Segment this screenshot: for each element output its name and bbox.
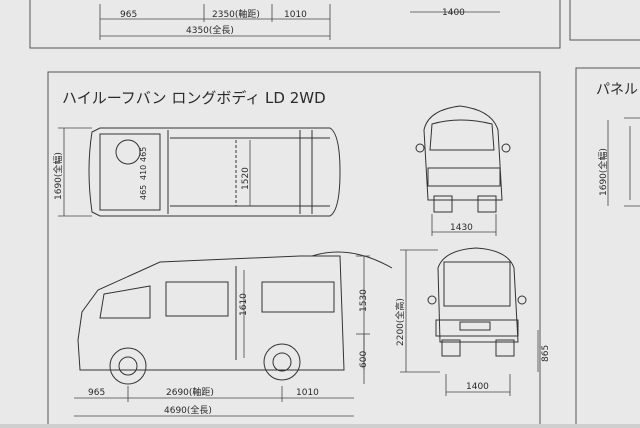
side-roof-height: 1530 <box>359 289 369 312</box>
top-overall-length: 4350(全長) <box>186 24 234 36</box>
seat-dim-c: 465 <box>139 147 148 162</box>
side-front-overhang: 965 <box>88 388 105 398</box>
side-wheelbase: 2690(軸距) <box>166 386 214 398</box>
top-right-panel-frame <box>569 0 640 41</box>
front-view-tread: 1430 <box>450 223 473 233</box>
top-view-overall-width: 1690(全幅) <box>52 152 64 200</box>
seat-dim-b: 410 <box>139 165 148 180</box>
rear-view-dim-lines <box>400 249 539 396</box>
main-panel-frame <box>47 71 541 428</box>
van-top-view <box>88 127 341 217</box>
van-front-view <box>415 105 511 213</box>
van-side-view <box>77 251 393 385</box>
top-view-dim-lines <box>58 127 251 217</box>
side-overall-length: 4690(全長) <box>164 404 212 416</box>
rear-tread: 1400 <box>466 382 489 392</box>
page-title: ハイルーフバン ロングボディ LD 2WD <box>62 89 326 107</box>
side-floor-height: 600 <box>359 351 369 368</box>
top-rear-overhang: 1010 <box>284 10 307 20</box>
top-panel-frame <box>29 0 561 49</box>
rear-bumper-height: 865 <box>541 345 551 362</box>
right-panel-frame <box>575 67 640 428</box>
seat-dim-a: 465 <box>139 185 148 200</box>
right-panel-title: パネル <box>596 82 638 98</box>
side-rear-overhang: 1010 <box>296 388 319 398</box>
front-view-dim-lines <box>431 214 497 236</box>
top-panel-dim-lines <box>99 4 500 40</box>
side-cargo-height: 1610 <box>239 293 249 316</box>
right-panel-dim-lines <box>607 117 640 207</box>
van-rear-view <box>427 247 527 357</box>
top-wheelbase: 2350(軸距) <box>212 8 260 20</box>
side-view-dim-lines <box>74 255 370 417</box>
top-view-interior-width: 1520 <box>241 167 251 190</box>
top-rear-tread: 1400 <box>442 8 465 18</box>
right-overall-width: 1690(全幅) <box>597 148 609 196</box>
top-front-overhang: 965 <box>120 10 137 20</box>
rear-overall-height: 2200(全高) <box>394 298 406 346</box>
